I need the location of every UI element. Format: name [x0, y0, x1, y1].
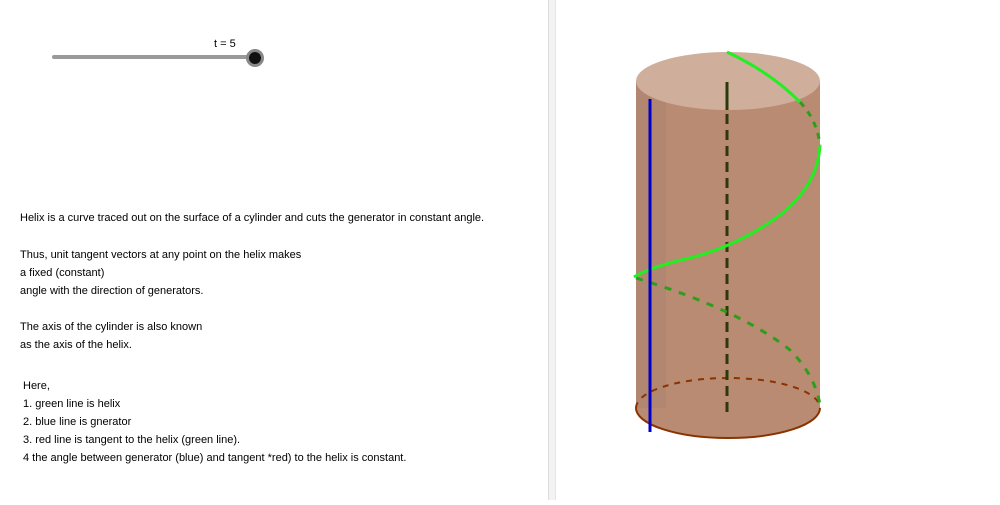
legend-heading: Here, — [23, 380, 50, 392]
cylinder-top — [636, 52, 820, 110]
description-text: as the axis of the helix. — [20, 339, 132, 351]
algebra-text-panel: t = 5 Helix is a curve traced out on the… — [20, 38, 485, 464]
description-text: Thus, unit tangent vectors at any point … — [20, 249, 302, 261]
description-text: The axis of the cylinder is also known — [20, 321, 203, 333]
t-slider-track[interactable] — [52, 55, 255, 59]
base-visible-edge — [635, 407, 821, 439]
helix-visible-front — [633, 144, 822, 279]
slider-label: t = 5 — [214, 38, 236, 50]
legend-item: 1. green line is helix — [23, 398, 121, 410]
3d-scene[interactable] — [556, 0, 1000, 500]
t-slider-handle[interactable] — [246, 49, 264, 67]
graphics-3d-view[interactable] — [556, 0, 1000, 500]
helix-hidden-lower — [635, 276, 822, 406]
legend-item: 4 the angle between generator (blue) and… — [23, 452, 407, 464]
legend-item: 2. blue line is gnerator — [23, 416, 132, 428]
panel-divider[interactable] — [548, 0, 556, 500]
legend-item: 3. red line is tangent to the helix (gre… — [23, 434, 241, 446]
helix-visible-top — [726, 50, 802, 104]
description-text: a fixed (constant) — [20, 267, 105, 279]
description-text: Helix is a curve traced out on the surfa… — [20, 212, 485, 224]
helix-hidden-upper — [798, 100, 822, 146]
description-text: angle with the direction of generators. — [20, 285, 204, 297]
